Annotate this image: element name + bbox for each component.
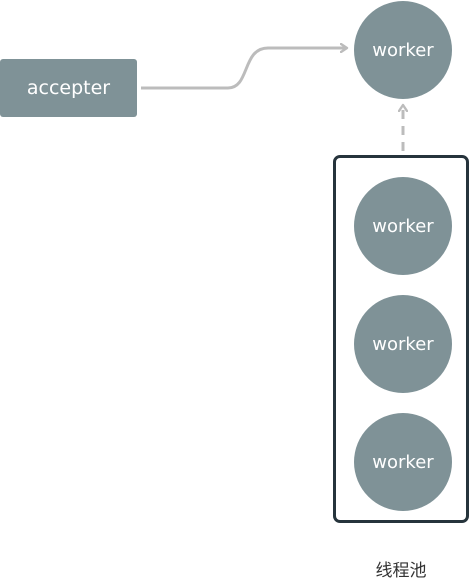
active-worker-node: worker — [354, 1, 452, 99]
pool-worker-node-1: worker — [354, 177, 452, 275]
pool-worker-label-1: worker — [372, 215, 434, 237]
pool-worker-label-3: worker — [372, 451, 434, 473]
thread-pool-container — [333, 155, 469, 523]
active-worker-label: worker — [372, 39, 434, 61]
pool-worker-node-2: worker — [354, 295, 452, 393]
accepter-node: accepter — [0, 59, 137, 117]
accepter-label: accepter — [26, 77, 111, 99]
pool-worker-node-3: worker — [354, 413, 452, 511]
thread-pool-label: 线程池 — [375, 561, 427, 581]
accepter-to-worker-arrow — [141, 48, 346, 90]
pool-worker-label-2: worker — [372, 333, 434, 355]
